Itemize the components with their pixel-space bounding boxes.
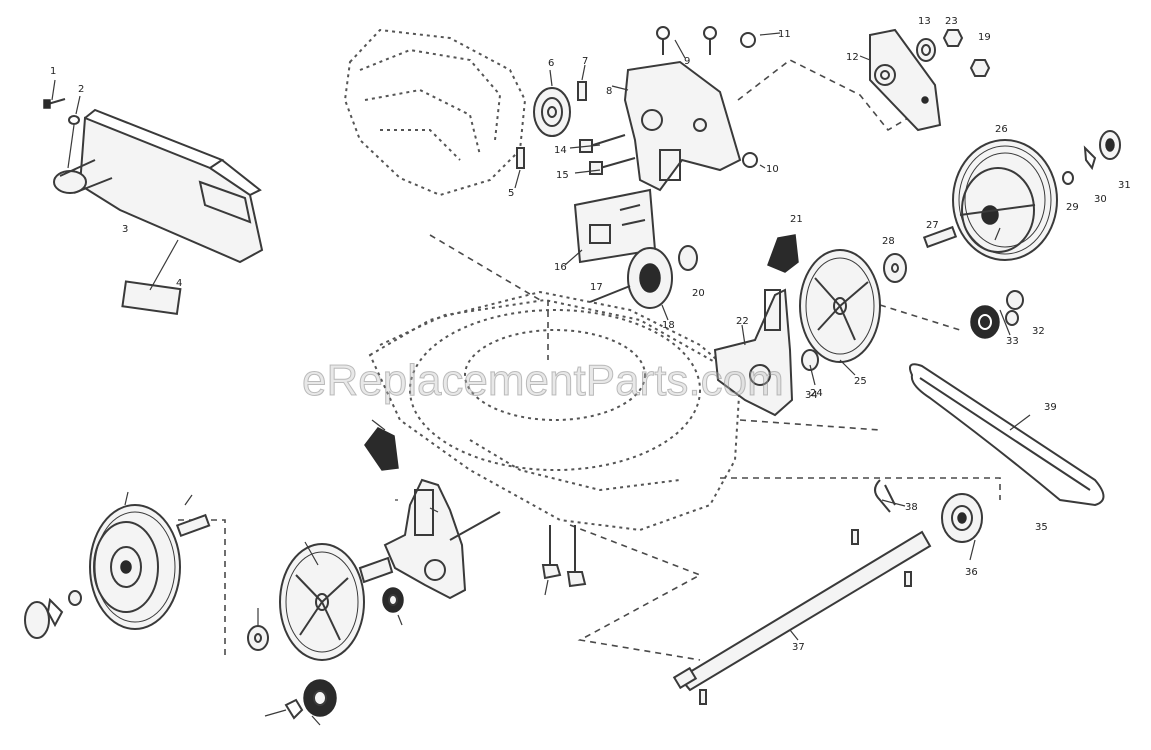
- callout-19: 19: [978, 32, 991, 43]
- bolt-15: [589, 157, 636, 175]
- callout-34: 34: [805, 390, 818, 401]
- callout-2: 2: [78, 84, 84, 95]
- pawl-left: [364, 427, 399, 471]
- callout-38: 38: [905, 502, 918, 513]
- callout-18: 18: [662, 320, 675, 331]
- callout-21: 21: [790, 214, 803, 225]
- drive-axle: [672, 529, 932, 705]
- axle-bushing-27-left: [175, 513, 211, 538]
- callout-32: 32: [1032, 326, 1045, 337]
- callout-15: 15: [556, 170, 569, 181]
- hubcap-left: [24, 590, 82, 639]
- callout-29: 29: [1066, 202, 1079, 213]
- grass-chute: [53, 108, 264, 316]
- rear-wheel-right: [952, 139, 1058, 261]
- callout-35: 35: [1035, 522, 1048, 533]
- callout-28: 28: [882, 236, 895, 247]
- callout-10: 10: [766, 164, 779, 175]
- callout-12: 12: [846, 52, 859, 63]
- callout-23: 23: [945, 16, 958, 27]
- callout-20: 20: [692, 288, 705, 299]
- mounting-plate: [869, 28, 942, 132]
- callout-22: 22: [736, 316, 749, 327]
- callout-13: 13: [918, 16, 931, 27]
- callout-3: 3: [122, 224, 128, 235]
- idler-pulley: [589, 245, 698, 321]
- callout-30: 30: [1094, 194, 1107, 205]
- pawl-right: [767, 234, 799, 273]
- callout-39: 39: [1044, 402, 1057, 413]
- gear-case-left: [358, 478, 501, 600]
- callout-5: 5: [508, 188, 514, 199]
- callout-27: 27: [926, 220, 939, 231]
- screw-1: [43, 79, 66, 109]
- callout-9: 9: [684, 56, 690, 67]
- callout-1: 1: [50, 66, 56, 77]
- nut-24-left: [382, 587, 404, 613]
- deck-bolts: [541, 525, 587, 588]
- mower-deck-phantom: [368, 290, 742, 532]
- callout-11: 11: [778, 29, 791, 40]
- bolt-14: [579, 134, 626, 153]
- drive-belt: [909, 363, 1105, 507]
- washer-28-left: [247, 625, 269, 651]
- nuts-top-right: [656, 26, 991, 168]
- callout-8: 8: [606, 86, 612, 97]
- callout-4: 4: [176, 278, 182, 289]
- callout-31: 31: [1118, 180, 1131, 191]
- watermark: eReplacementParts.com: [302, 356, 784, 405]
- gear-right: [970, 290, 1024, 339]
- callout-36: 36: [965, 567, 978, 578]
- drive-pulley: [941, 493, 983, 543]
- axle-bushing-27-right: [922, 225, 958, 249]
- hubcap-34-right: [1062, 130, 1121, 185]
- callout-24: 24: [810, 388, 823, 399]
- drive-wheel-left: [279, 543, 365, 661]
- gear-left: [284, 679, 337, 720]
- handle-bracket: [611, 60, 742, 192]
- gear-case-right: [713, 288, 819, 417]
- hairpin-clip: [874, 479, 896, 513]
- callout-17: 17: [590, 282, 603, 293]
- engine-phantom: [343, 28, 527, 197]
- callout-leaders: [124, 32, 1031, 726]
- callout-37: 37: [792, 642, 805, 653]
- rear-wheel-left: [89, 504, 181, 630]
- drive-wheel-right: [799, 249, 881, 363]
- callout-7: 7: [582, 56, 588, 67]
- callout-25: 25: [854, 376, 867, 387]
- callout-16: 16: [554, 262, 567, 273]
- callout-26: 26: [995, 124, 1008, 135]
- washer-28-right: [883, 253, 907, 283]
- pulley: [533, 69, 571, 137]
- spring-7: [577, 64, 587, 101]
- callout-6: 6: [548, 58, 554, 69]
- washer-2: [67, 95, 81, 169]
- spring-5: [514, 147, 525, 189]
- callout-labels: 1 2 3 4 5 6 7 8 9 10 11 12 13 14 15 16 1…: [50, 16, 1131, 653]
- callout-14: 14: [554, 145, 567, 156]
- callout-33: 33: [1006, 336, 1019, 347]
